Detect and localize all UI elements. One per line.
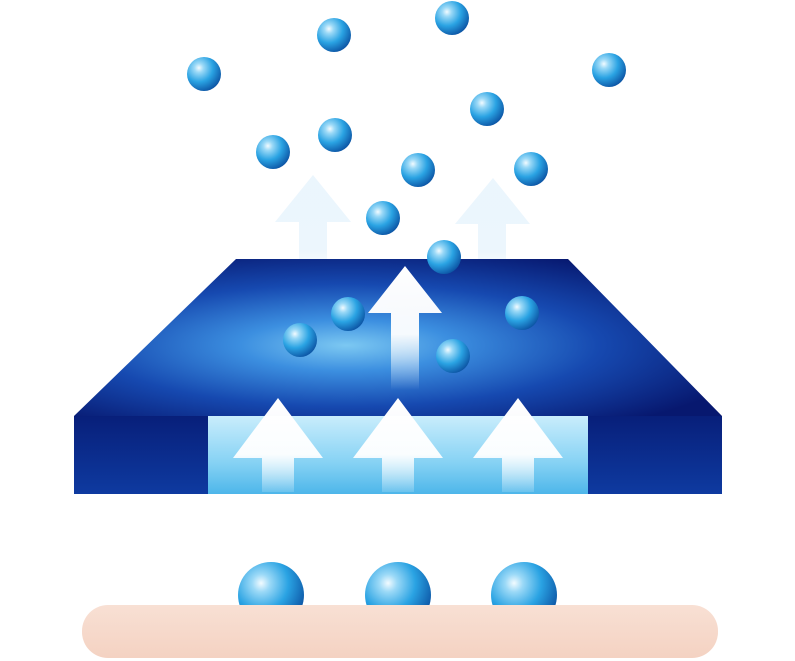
water-droplet-icon <box>331 297 365 331</box>
upward-arrow-icon <box>473 398 563 492</box>
water-droplet-icon <box>318 118 352 152</box>
water-droplet-icon <box>435 1 469 35</box>
water-droplet-icon <box>317 18 351 52</box>
water-droplet-icon <box>187 57 221 91</box>
water-droplet-icon <box>366 201 400 235</box>
water-droplet-icon <box>436 339 470 373</box>
water-droplet-icon <box>283 323 317 357</box>
water-droplet-icon <box>592 53 626 87</box>
water-droplet-icon <box>470 92 504 126</box>
water-droplet-icon <box>514 152 548 186</box>
water-droplet-icon <box>256 135 290 169</box>
droplet-group-top <box>187 1 626 373</box>
water-droplet-icon <box>427 240 461 274</box>
upward-arrow-icon <box>368 266 442 390</box>
water-droplet-icon <box>505 296 539 330</box>
upward-arrow-icon <box>353 398 443 492</box>
skin-surface <box>82 605 718 658</box>
upward-arrow-icon <box>275 175 351 300</box>
upward-arrow-icon <box>233 398 323 492</box>
upward-arrow-icon <box>455 178 530 300</box>
water-droplet-icon <box>401 153 435 187</box>
